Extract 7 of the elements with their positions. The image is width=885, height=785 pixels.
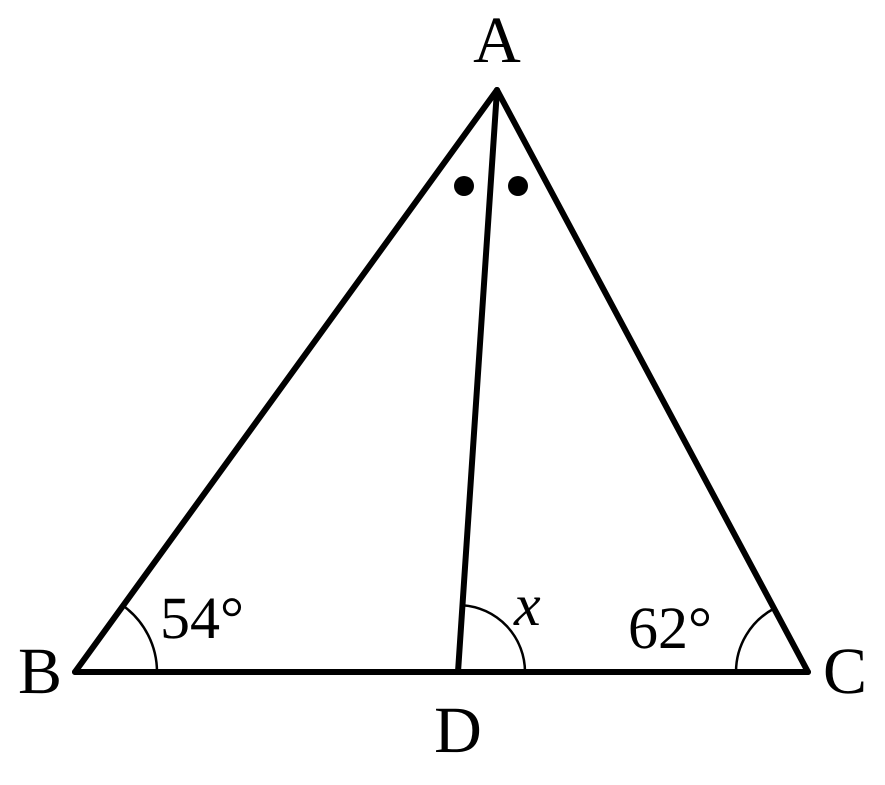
vertex-label: C bbox=[822, 639, 868, 705]
vertex-label: B bbox=[18, 639, 62, 705]
vertex-label: A bbox=[473, 8, 521, 74]
vertex-label: D bbox=[434, 698, 482, 764]
angle-label: x bbox=[514, 575, 541, 635]
angle-label: 54° bbox=[160, 588, 244, 648]
angle-label: 62° bbox=[628, 598, 712, 658]
